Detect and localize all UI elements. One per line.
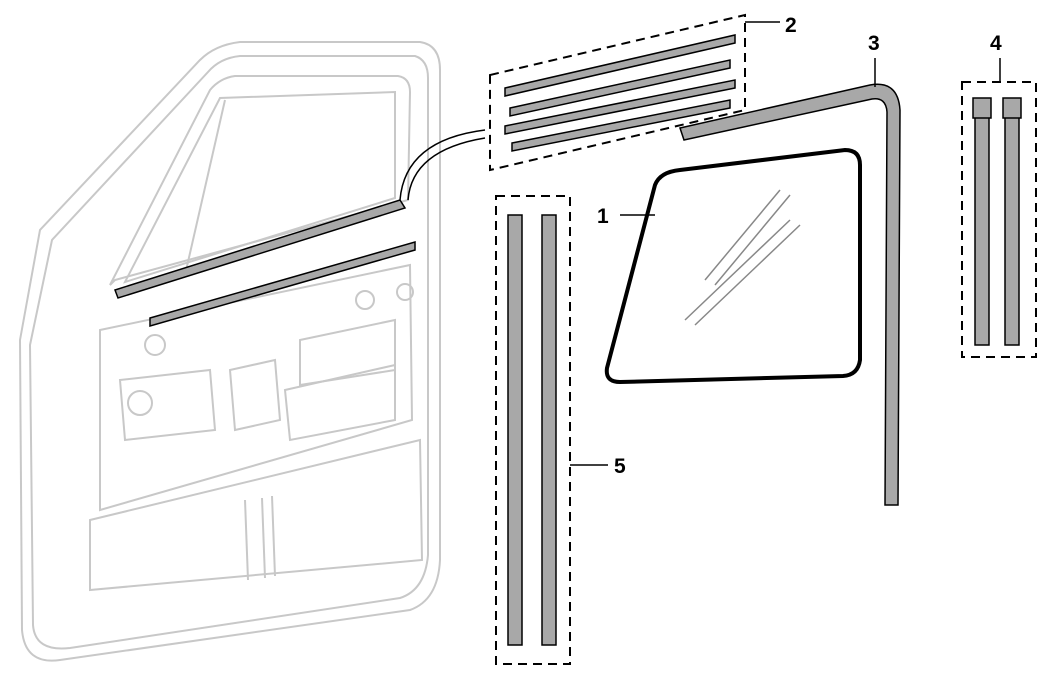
part-2-belt-weatherstrips: 2 <box>489 13 797 172</box>
callout-5: 5 <box>614 455 626 478</box>
installed-belt-strips <box>114 129 486 327</box>
door-shell <box>18 41 441 662</box>
part-4-division-channels: 4 <box>961 32 1037 358</box>
callout-4: 4 <box>990 32 1002 55</box>
callout-1: 1 <box>597 205 609 228</box>
callout-3: 3 <box>868 32 880 55</box>
part-5-glass-channels: 5 <box>495 195 626 665</box>
part-1-door-glass: 1 <box>597 147 862 385</box>
part-3-glass-run-channel: 3 <box>679 32 901 506</box>
callout-2: 2 <box>785 14 797 37</box>
